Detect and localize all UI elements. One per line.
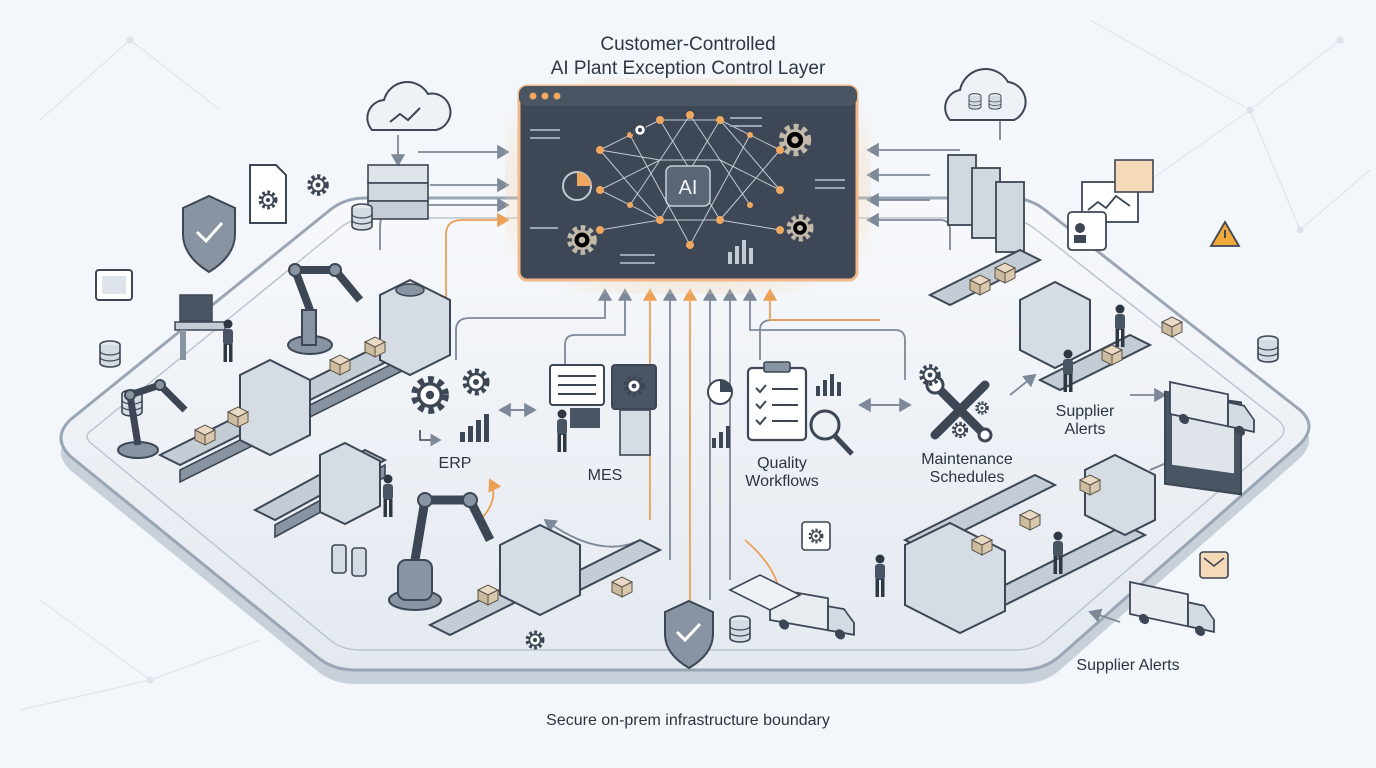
gear-icon — [309, 176, 327, 194]
network-nodes — [596, 111, 784, 249]
supplier-alerts-right-line2: Alerts — [1064, 421, 1106, 438]
package-box — [194, 424, 216, 446]
barrels — [331, 544, 367, 577]
maintenance-label-line2: Schedules — [929, 469, 1005, 486]
workstation — [174, 294, 226, 360]
conveyor-icon — [252, 441, 388, 539]
supplier-alerts-bottom: Supplier Alerts — [1076, 657, 1180, 674]
wrench-screwdriver-icon — [925, 375, 993, 443]
user-card-icon — [1067, 211, 1107, 251]
clipboard-checklist-icon — [746, 361, 808, 442]
shield-check-icon — [664, 599, 714, 670]
warning-icon — [1209, 220, 1241, 247]
window-dot-icon — [541, 92, 549, 100]
window-dot-icon — [529, 92, 537, 100]
document-gear-icon — [249, 164, 287, 224]
bar-chart-icon — [712, 374, 841, 448]
package-box — [971, 534, 993, 556]
bar-chart-icon — [460, 414, 489, 442]
window-dot-icon — [553, 92, 561, 100]
pie-chart-icon — [562, 171, 592, 201]
robot-arm-icon — [117, 379, 188, 459]
package-box — [477, 584, 499, 606]
package-box — [1161, 316, 1183, 338]
ai-control-panel — [505, 78, 871, 294]
package-box — [994, 262, 1016, 284]
server-icon — [367, 164, 429, 220]
package-box — [1019, 509, 1041, 531]
database-icon — [1257, 335, 1279, 363]
server-rack-icon — [947, 154, 1025, 253]
package-box — [969, 274, 991, 296]
shield-check-icon — [182, 194, 236, 274]
database-icon — [351, 203, 373, 231]
package-box — [329, 354, 351, 376]
mes-label: MES — [587, 467, 623, 484]
monitor-icon — [95, 269, 133, 301]
package-box — [227, 406, 249, 428]
package-box — [611, 576, 633, 598]
diagram-title-line1: Customer-Controlled — [600, 34, 776, 55]
database-icon — [99, 340, 121, 368]
text-lines — [530, 117, 845, 264]
quality-label-line1: Quality — [757, 455, 807, 472]
machine-station — [239, 278, 451, 457]
ai-chip-icon — [665, 165, 711, 207]
robot-arm-icon — [388, 492, 495, 611]
ai-badge: AI — [678, 177, 698, 199]
package-box — [364, 336, 386, 358]
pallet-icon — [728, 574, 802, 611]
supplier-alerts-right-line1: Supplier — [1055, 403, 1115, 420]
bar-chart-icon — [728, 240, 753, 264]
truck-icon — [1129, 581, 1215, 640]
diagram-title-line2: AI Plant Exception Control Layer — [550, 58, 826, 79]
database-icon — [729, 615, 751, 643]
pie-chart-icon — [707, 379, 733, 405]
envelope-icon — [1199, 551, 1229, 579]
robot-arm-icon — [287, 263, 364, 355]
erp-label: ERP — [438, 455, 472, 472]
conveyor-icon — [427, 523, 663, 637]
monitor-icon — [549, 364, 657, 456]
background-network — [19, 19, 1371, 711]
magnifier-icon — [809, 409, 854, 456]
package-box — [1079, 474, 1101, 496]
quality-label-line2: Workflows — [745, 473, 819, 490]
boundary-label: Secure on-prem infrastructure boundary — [546, 712, 830, 729]
cloud-database-icon — [944, 68, 1027, 121]
gear-card-icon — [801, 521, 831, 551]
maintenance-label-line1: Maintenance — [921, 451, 1013, 468]
package-box — [1101, 344, 1123, 366]
cloud-analytics-icon — [366, 81, 452, 131]
